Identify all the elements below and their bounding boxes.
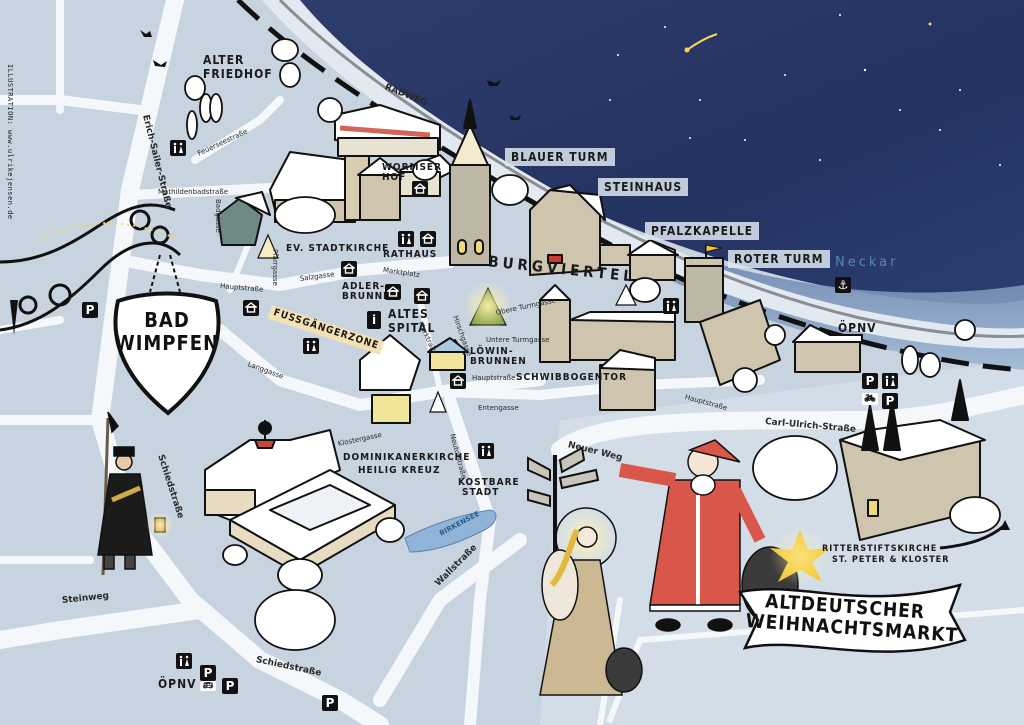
parking-icon[interactable]: P bbox=[200, 665, 216, 681]
town-name-line-2: WIMPFEN bbox=[114, 331, 220, 355]
toilet-icon[interactable] bbox=[663, 298, 679, 314]
label-line: ALTES bbox=[388, 307, 429, 321]
label-line: KOSTBARE bbox=[458, 477, 520, 488]
label-ritterstiftskirche[interactable]: RITTERSTIFTSKIRCHE ST. PETER & KLOSTER bbox=[822, 545, 949, 565]
label-kostbare-stadt[interactable]: KOSTBARE STADT bbox=[458, 478, 520, 498]
illustration-credit: ILLUSTRATION: www.ulrikejensen.de bbox=[6, 64, 14, 220]
label-dominikanerkirche[interactable]: DOMINIKANERKIRCHE HEILIG KREUZ bbox=[343, 453, 470, 476]
parking-icon[interactable]: P bbox=[862, 373, 878, 389]
label-pfalzkapelle[interactable]: PFALZKAPELLE bbox=[645, 222, 760, 240]
street-entengasse: Entengasse bbox=[478, 404, 519, 412]
parking-icon[interactable]: P bbox=[222, 678, 238, 694]
event-banner: ALTDEUTSCHER WEIHNACHTSMARKT bbox=[730, 582, 970, 652]
market-stall-icon[interactable] bbox=[420, 231, 436, 247]
market-stall-icon[interactable] bbox=[385, 284, 401, 300]
label-alter-friedhof[interactable]: ALTER FRIEDHOF bbox=[203, 54, 273, 80]
event-banner-text: ALTDEUTSCHER WEIHNACHTSMARKT bbox=[745, 590, 960, 646]
info-icon[interactable]: i bbox=[367, 311, 381, 329]
label-adlerbrunnen[interactable]: ADLER- BRUNNEN bbox=[342, 282, 399, 302]
label-oepnv-east[interactable]: ÖPNV bbox=[838, 321, 877, 335]
street-hauptstrasse-mid: Hauptstraße bbox=[472, 374, 516, 382]
label-line: HEILIG KREUZ bbox=[358, 465, 441, 476]
label-line: ALTER bbox=[203, 53, 245, 67]
anchor-icon[interactable]: ⚓︎ bbox=[835, 277, 851, 293]
label-schwibbogentor[interactable]: SCHWIBBOGENTOR bbox=[516, 372, 628, 383]
label-line: HOF bbox=[382, 172, 407, 183]
label-line: FRIEDHOF bbox=[203, 67, 273, 81]
toilet-icon[interactable] bbox=[882, 373, 898, 389]
toilet-icon[interactable] bbox=[303, 338, 319, 354]
town-name-sign: BAD WIMPFEN bbox=[108, 291, 226, 419]
label-roter-turm[interactable]: ROTER TURM bbox=[728, 250, 830, 268]
label-line: STADT bbox=[462, 487, 500, 498]
label-line: ST. PETER & KLOSTER bbox=[832, 555, 950, 565]
town-name: BAD WIMPFEN bbox=[108, 309, 226, 355]
market-stall-icon[interactable] bbox=[450, 373, 466, 389]
street-untere-turmgasse: Untere Turmgasse bbox=[486, 336, 550, 344]
label-line: SPITAL bbox=[388, 321, 436, 335]
label-line: BRUNNEN bbox=[342, 291, 399, 302]
label-ev-stadtkirche[interactable]: EV. STADTKIRCHE bbox=[286, 243, 390, 254]
street-pfarrgasse: Pfarrgasse bbox=[271, 249, 279, 286]
market-stall-icon[interactable] bbox=[414, 288, 430, 304]
market-stall-icon[interactable] bbox=[412, 181, 428, 197]
label-line: LÖWIN- bbox=[470, 346, 514, 357]
parking-icon[interactable]: P bbox=[82, 302, 98, 318]
market-stall-icon[interactable] bbox=[243, 300, 259, 316]
street-badgasse: Badgasse bbox=[214, 199, 222, 233]
town-name-line-1: BAD bbox=[144, 308, 190, 332]
market-stall-icon[interactable] bbox=[341, 261, 357, 277]
bus-icon[interactable]: 🚌︎ bbox=[200, 681, 216, 691]
label-line: BRUNNEN bbox=[470, 356, 527, 367]
label-line: ADLER- bbox=[342, 281, 385, 292]
label-line: DOMINIKANERKIRCHE bbox=[343, 452, 471, 463]
label-wormser-hof[interactable]: WORMSER HOF bbox=[382, 163, 442, 183]
parking-icon[interactable]: P bbox=[322, 695, 338, 711]
toilet-icon[interactable] bbox=[398, 231, 414, 247]
bicycle-parking-icon[interactable]: 🚲︎ bbox=[862, 393, 878, 405]
label-line: RITTERSTIFTSKIRCHE bbox=[822, 544, 938, 554]
toilet-icon[interactable] bbox=[170, 140, 186, 156]
toilet-icon[interactable] bbox=[176, 653, 192, 669]
label-oepnv-south[interactable]: ÖPNV bbox=[158, 677, 197, 691]
label-line: WORMSER bbox=[382, 162, 443, 173]
shield-sign-shape bbox=[113, 291, 221, 416]
label-blauer-turm[interactable]: BLAUER TURM bbox=[505, 148, 615, 166]
label-rathaus[interactable]: RATHAUS bbox=[383, 249, 438, 260]
label-steinhaus[interactable]: STEINHAUS bbox=[598, 178, 689, 196]
river-label: Neckar bbox=[835, 255, 899, 270]
street-mathildenbadstrasse: Mathildenbadstraße bbox=[158, 188, 229, 196]
label-altes-spital[interactable]: ALTES SPITAL bbox=[388, 308, 435, 334]
parking-icon[interactable]: P bbox=[882, 393, 898, 409]
label-loewenbrunnen[interactable]: LÖWIN- BRUNNEN bbox=[470, 347, 527, 367]
toilet-icon[interactable] bbox=[478, 443, 494, 459]
